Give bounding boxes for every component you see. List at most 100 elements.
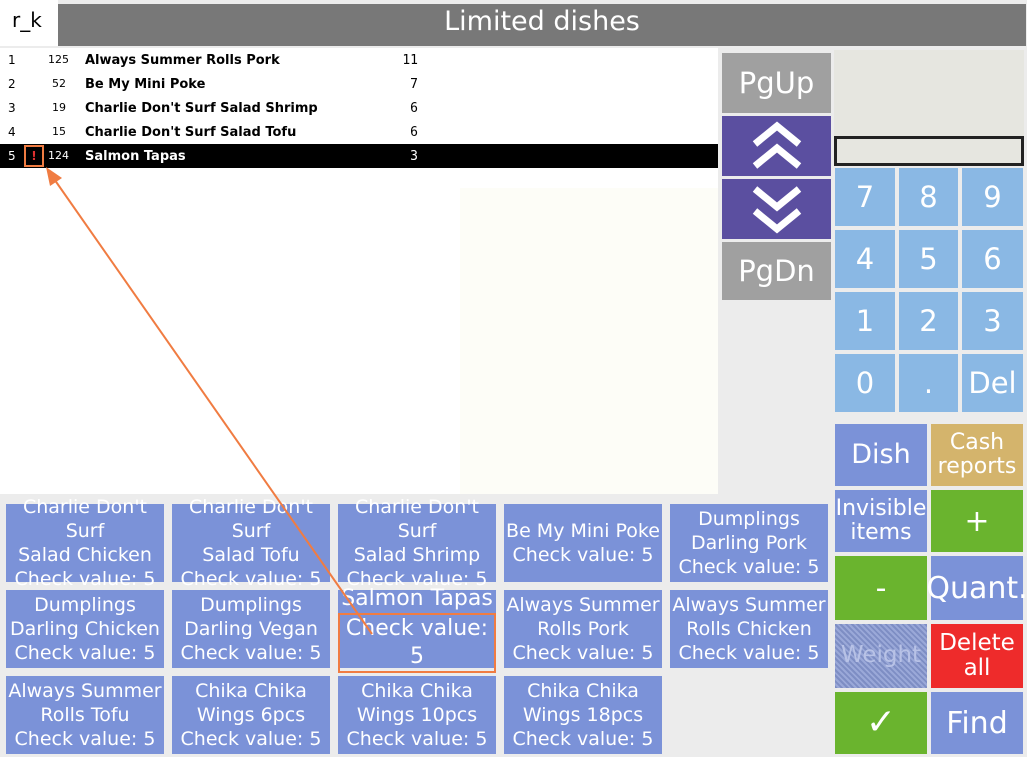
dish-check-value: Check value: 5	[14, 642, 156, 664]
page-down-button[interactable]: PgDn	[722, 242, 831, 300]
dish-line2: Wings 6pcs	[196, 704, 306, 726]
dish-check-value: Check value: 5	[346, 568, 488, 590]
dish-button-always-summer-pork[interactable]: Always Summer Rolls Pork Check value: 5	[504, 590, 662, 668]
dish-line2: Rolls Tofu	[40, 704, 130, 726]
key-6[interactable]: 6	[962, 230, 1023, 288]
dish-line2: Wings 10pcs	[356, 704, 478, 726]
row-quantity: 11	[402, 53, 418, 68]
confirm-check-button[interactable]: ✓	[835, 692, 927, 754]
row-code: 124	[48, 149, 69, 162]
dish-line1: Charlie Don't Surf	[22, 496, 148, 542]
dish-button-chika-wings-6[interactable]: Chika Chika Wings 6pcs Check value: 5	[172, 676, 330, 754]
delete-all-button[interactable]: Delete all	[931, 624, 1023, 688]
dish-button-dumplings-chicken[interactable]: Dumplings Darling Chicken Check value: 5	[6, 590, 164, 668]
invisible-items-button[interactable]: Invisible items	[835, 490, 927, 552]
dish-button-be-my-mini-poke[interactable]: Be My Mini Poke Check value: 5	[504, 504, 662, 582]
key-3[interactable]: 3	[962, 292, 1023, 350]
row-name: Charlie Don't Surf Salad Shrimp	[85, 101, 318, 116]
row-quantity: 7	[410, 77, 418, 92]
page-up-button[interactable]: PgUp	[722, 53, 831, 113]
dish-check-value: Check value: 5	[338, 613, 496, 673]
table-row[interactable]: 4 15 Charlie Don't Surf Salad Tofu 6	[0, 120, 718, 144]
dish-button-salmon-tapas[interactable]: Salmon Tapas Check value: 5	[338, 586, 496, 673]
dish-line2: Salad Chicken	[18, 544, 152, 566]
dish-line1: Dumplings	[34, 594, 136, 616]
row-code: 52	[52, 77, 66, 90]
dish-line1: Be My Mini Poke	[506, 520, 660, 542]
dish-check-value: Check value: 5	[180, 728, 322, 750]
table-row[interactable]: 1 125 Always Summer Rolls Pork 11	[0, 48, 718, 72]
quantity-button[interactable]: Quant.	[926, 556, 1027, 620]
dish-line1: Charlie Don't Surf	[354, 496, 480, 542]
list-empty-area	[460, 188, 718, 494]
find-button[interactable]: Find	[931, 692, 1023, 754]
cash-reports-button[interactable]: Cash reports	[931, 424, 1023, 486]
dish-button-always-summer-tofu[interactable]: Always Summer Rolls Tofu Check value: 5	[6, 676, 164, 754]
key-0[interactable]: 0	[835, 354, 895, 412]
dish-check-value: Check value: 5	[14, 568, 156, 590]
logo: r_k	[0, 0, 58, 46]
dish-line2: Rolls Pork	[537, 618, 629, 640]
minus-button[interactable]: -	[835, 556, 927, 620]
key-8[interactable]: 8	[899, 168, 958, 226]
dish-line2: Rolls Chicken	[686, 618, 812, 640]
table-row[interactable]: 2 52 Be My Mini Poke 7	[0, 72, 718, 96]
page-title: Limited dishes	[58, 4, 1026, 46]
dish-line2: Darling Chicken	[10, 618, 160, 640]
checkmark-icon: ✓	[865, 702, 897, 744]
dish-button-always-summer-chicken[interactable]: Always Summer Rolls Chicken Check value:…	[670, 590, 828, 668]
double-chevron-down-icon	[752, 186, 801, 234]
row-name: Charlie Don't Surf Salad Tofu	[85, 125, 297, 140]
dish-check-value: Check value: 5	[14, 728, 156, 750]
row-quantity: 6	[410, 101, 418, 116]
table-row[interactable]: 3 19 Charlie Don't Surf Salad Shrimp 6	[0, 96, 718, 120]
dish-line1: Always Summer	[672, 594, 826, 616]
key-1[interactable]: 1	[835, 292, 895, 350]
scroll-down-button[interactable]	[722, 179, 831, 239]
dish-button-dumplings-pork[interactable]: Dumplings Darling Pork Check value: 5	[670, 504, 828, 582]
dish-check-value: Check value: 5	[512, 728, 654, 750]
key-delete[interactable]: Del	[962, 354, 1023, 412]
dish-button-chika-wings-10[interactable]: Chika Chika Wings 10pcs Check value: 5	[338, 676, 496, 754]
limited-dishes-list: 1 125 Always Summer Rolls Pork 11 2 52 B…	[0, 48, 718, 494]
dish-line2: Wings 18pcs	[522, 704, 644, 726]
weight-button[interactable]: Weight	[835, 624, 927, 688]
dish-check-value: Check value: 5	[678, 642, 820, 664]
table-row-selected[interactable]: 5 ! 124 Salmon Tapas 3	[0, 144, 718, 168]
dish-check-value: Check value: 5	[512, 544, 654, 566]
dish-button-charlie-salad-chicken[interactable]: Charlie Don't Surf Salad Chicken Check v…	[6, 496, 164, 590]
key-2[interactable]: 2	[899, 292, 958, 350]
row-quantity: 3	[410, 149, 418, 164]
key-7[interactable]: 7	[835, 168, 895, 226]
key-decimal[interactable]: .	[899, 354, 958, 412]
row-name: Always Summer Rolls Pork	[85, 53, 280, 68]
dish-button-chika-wings-18[interactable]: Chika Chika Wings 18pcs Check value: 5	[504, 676, 662, 754]
dish-line1: Chika Chika	[195, 680, 307, 702]
plus-button[interactable]: +	[931, 490, 1023, 552]
key-5[interactable]: 5	[899, 230, 958, 288]
row-number: 2	[8, 77, 16, 91]
dish-line1: Always Summer	[8, 680, 162, 702]
dish-line2: Darling Vegan	[184, 618, 318, 640]
dish-line1: Dumplings	[200, 594, 302, 616]
dish-button[interactable]: Dish	[835, 424, 927, 486]
dish-line1: Charlie Don't Surf	[188, 496, 314, 542]
dish-line1: Always Summer	[506, 594, 660, 616]
row-number: 4	[8, 125, 16, 139]
dish-check-value: Check value: 5	[180, 568, 322, 590]
row-name: Salmon Tapas	[85, 149, 186, 164]
dish-button-dumplings-vegan[interactable]: Dumplings Darling Vegan Check value: 5	[172, 590, 330, 668]
row-name: Be My Mini Poke	[85, 77, 206, 92]
dish-check-value: Check value: 5	[180, 642, 322, 664]
key-4[interactable]: 4	[835, 230, 895, 288]
value-input[interactable]	[834, 136, 1024, 166]
key-9[interactable]: 9	[962, 168, 1023, 226]
dish-button-charlie-salad-tofu[interactable]: Charlie Don't Surf Salad Tofu Check valu…	[172, 496, 330, 590]
row-number: 5	[8, 149, 16, 163]
dish-line2: Salad Tofu	[202, 544, 300, 566]
dish-button-charlie-salad-shrimp[interactable]: Charlie Don't Surf Salad Shrimp Check va…	[338, 496, 496, 590]
scroll-up-button[interactable]	[722, 116, 831, 176]
row-number: 1	[8, 53, 16, 67]
dish-line1: Chika Chika	[527, 680, 639, 702]
row-code: 19	[52, 101, 66, 114]
